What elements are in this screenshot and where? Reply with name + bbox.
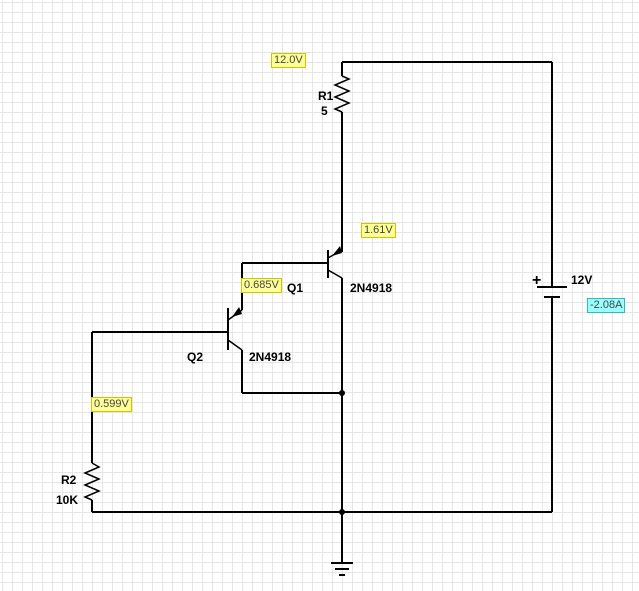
ground-symbol[interactable] [331,512,353,576]
voltage-probe-q1-emitter[interactable]: 1.61V [361,223,396,238]
r2-name-label[interactable]: R2 [61,473,77,487]
r2-value-label[interactable]: 10K [56,493,79,507]
r1-value-label[interactable]: 5 [321,104,328,118]
q1-model-label[interactable]: 2N4918 [350,281,393,295]
q2-model-label[interactable]: 2N4918 [249,350,292,364]
voltage-probe-top[interactable]: 12.0V [271,53,306,68]
wire-q2-collector[interactable] [241,350,342,394]
battery-12v[interactable] [537,286,567,298]
junction-node-collectors [339,390,345,396]
voltage-probe-q1-base[interactable]: 0.685V [241,278,282,293]
transistor-q1[interactable] [313,246,343,279]
wire-top[interactable] [341,61,552,76]
q2-name-label[interactable]: Q2 [187,350,204,364]
resistor-r2[interactable] [83,462,101,501]
battery-plus-label: + [532,272,542,289]
battery-value-label[interactable]: 12V [571,273,593,287]
resistor-r1[interactable] [333,75,351,113]
voltage-probe-q2-base[interactable]: 0.599V [91,397,132,412]
wire-bottom[interactable] [91,500,552,513]
q1-name-label[interactable]: Q1 [287,281,304,295]
transistor-q2[interactable] [213,307,243,351]
current-probe-battery[interactable]: -2.08A [587,298,626,313]
r1-name-label[interactable]: R1 [318,89,334,103]
